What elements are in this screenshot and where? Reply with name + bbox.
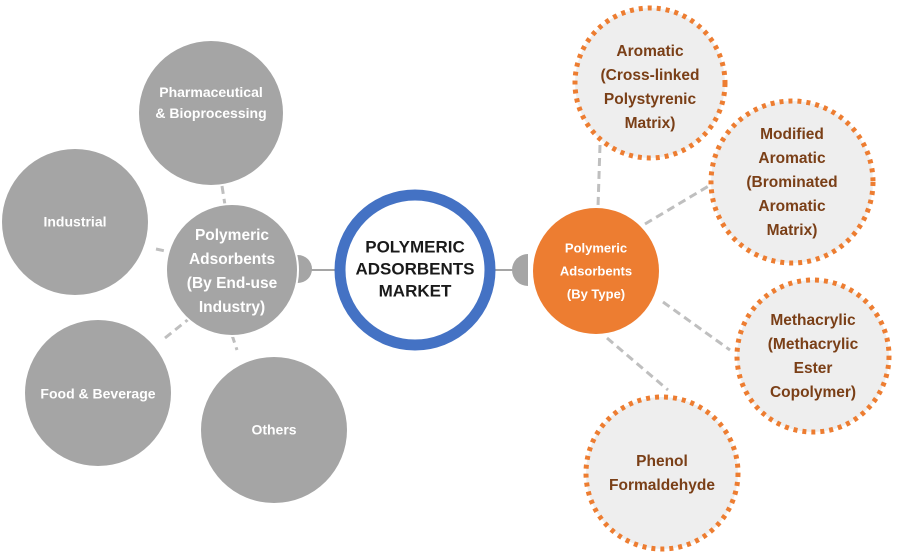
label-modified-aromatic-line: Aromatic	[758, 198, 826, 215]
label-pharmaceutical-line: & Bioprocessing	[155, 105, 266, 121]
node-others	[201, 357, 347, 503]
end-use-hub-circle	[165, 203, 299, 337]
type-hub	[512, 208, 659, 334]
node-aromatic	[572, 5, 728, 161]
label-market-line: POLYMERIC	[365, 237, 465, 256]
end-use-connectors	[155, 185, 239, 351]
label-end-use-hub-line: Adsorbents	[189, 251, 275, 268]
end-use-nodes	[2, 41, 347, 503]
connector-food-beverage	[164, 316, 191, 340]
label-aromatic-line: Aromatic	[616, 43, 684, 60]
node-modified-aromatic	[708, 98, 876, 266]
node-food-beverage	[25, 320, 171, 466]
market-center-circle	[334, 189, 496, 351]
label-end-use-hub-line: Polymeric	[195, 227, 269, 244]
label-pharmaceutical-line: Pharmaceutical	[159, 84, 263, 100]
label-modified-aromatic-line: Matrix)	[767, 222, 818, 239]
connector-others	[230, 334, 239, 351]
label-industrial-line: Industrial	[43, 214, 106, 230]
connector-phenol-formaldehyde	[606, 336, 669, 392]
node-industrial	[2, 149, 148, 295]
label-methacrylic-line: Ester	[794, 360, 833, 377]
type-hub-knob	[512, 254, 528, 286]
node-methacrylic	[734, 277, 892, 435]
connector-modified-aromatic	[644, 182, 713, 226]
type-hub-circle	[533, 208, 659, 334]
label-food-beverage: Food & Beverage	[40, 386, 155, 402]
type-nodes	[572, 5, 892, 552]
label-phenol-formaldehyde-line: Formaldehyde	[609, 477, 715, 494]
label-methacrylic-line: Copolymer)	[770, 384, 856, 401]
label-aromatic-line: Polystyrenic	[604, 91, 697, 108]
label-market: POLYMERIC ADSORBENTS MARKET	[355, 237, 474, 300]
label-food-beverage-line: Food & Beverage	[40, 386, 155, 402]
end-use-hub	[165, 203, 312, 337]
label-aromatic-line: (Cross-linked	[600, 67, 699, 84]
label-type-hub-line: Adsorbents	[560, 263, 632, 278]
label-modified-aromatic-line: (Brominated	[746, 174, 837, 191]
label-end-use-hub-line: (By End-use	[187, 275, 278, 292]
label-market-line: ADSORBENTS	[355, 259, 474, 278]
label-type-hub-line: Polymeric	[565, 240, 627, 255]
label-phenol-formaldehyde-line: Phenol	[636, 453, 688, 470]
label-others-line: Others	[251, 422, 296, 438]
connector-aromatic	[596, 144, 602, 208]
type-connectors	[596, 144, 731, 392]
label-methacrylic-line: Methacrylic	[770, 312, 856, 329]
label-modified-aromatic-line: Modified	[760, 126, 824, 143]
connector-methacrylic	[662, 300, 731, 352]
connector-industrial	[155, 247, 171, 254]
label-methacrylic-line: (Methacrylic	[768, 336, 859, 353]
node-pharmaceutical	[139, 41, 283, 185]
label-others: Others	[251, 422, 296, 438]
connector-pharmaceutical	[220, 185, 227, 206]
label-pharmaceutical: Pharmaceutical & Bioprocessing	[155, 84, 266, 121]
label-industrial: Industrial	[43, 214, 106, 230]
node-phenol-formaldehyde	[583, 394, 741, 552]
label-modified-aromatic-line: Aromatic	[758, 150, 826, 167]
label-end-use-hub-line: Industry)	[199, 299, 265, 316]
label-type-hub-line: (By Type)	[567, 286, 625, 301]
label-aromatic-line: Matrix)	[625, 115, 676, 132]
label-market-line: MARKET	[379, 281, 452, 300]
